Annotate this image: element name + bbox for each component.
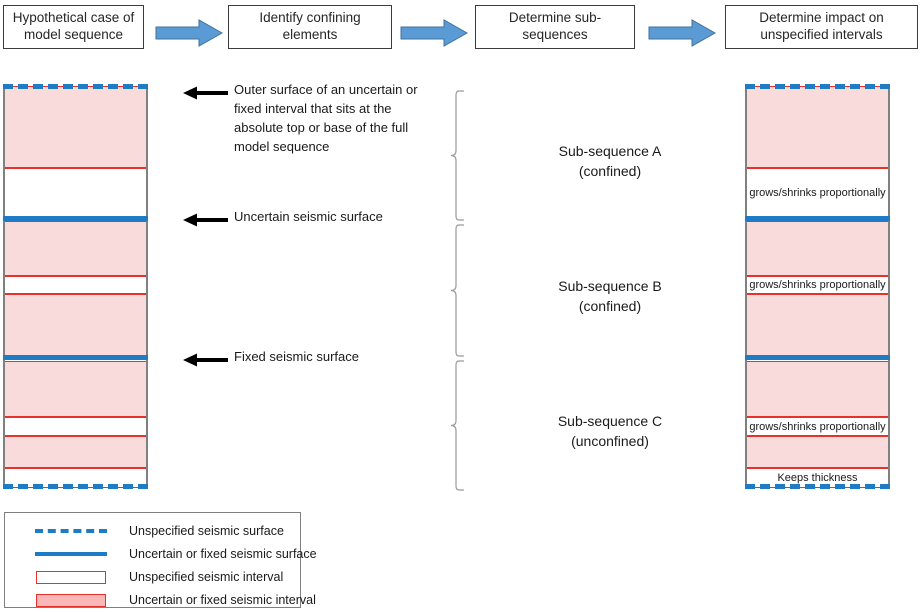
sub-sequence-c-brace-icon (450, 360, 466, 491)
process-box-label-2: Identify confining elements (259, 10, 361, 42)
uncertain-seismic-surface (745, 216, 890, 221)
interval-specified-5 (3, 294, 148, 356)
band-label-9: Keeps thickness (777, 472, 858, 484)
interval-unspecified-7: grows/shrinks proportionally (745, 417, 890, 436)
sub-sequence-c-subtitle: (unconfined) (571, 432, 649, 449)
sub-sequence-a-brace-icon (450, 90, 466, 221)
sub-sequence-b-label: Sub-sequence B (confined) (500, 277, 720, 316)
process-box-label-4: Determine impact on unspecified interval… (759, 10, 884, 42)
annotation-fixed-surface-arrow-icon (183, 353, 228, 367)
legend-label-4: Uncertain or fixed seismic interval (129, 593, 316, 607)
band-label-4: grows/shrinks proportionally (749, 279, 886, 291)
white-rect-icon (36, 570, 106, 584)
legend-label-3: Unspecified seismic interval (129, 570, 284, 584)
flow-arrow-2-icon (400, 19, 469, 47)
process-box-label-3: Determine sub-sequences (508, 10, 602, 42)
fixed-seismic-surface (3, 355, 148, 360)
interval-specified-5 (745, 294, 890, 356)
process-box-4[interactable]: Determine impact on unspecified interval… (725, 5, 918, 49)
process-box-1[interactable]: Hypothetical case of model sequence (3, 5, 144, 49)
interval-unspecified-4: grows/shrinks proportionally (745, 276, 890, 294)
sub-sequence-b-brace-icon (450, 224, 466, 357)
legend-row-3: Unspecified seismic interval (5, 565, 300, 589)
legend-label-1: Unspecified seismic surface (129, 524, 284, 538)
fixed-seismic-surface (745, 355, 890, 360)
legend-row-2: Uncertain or fixed seismic surface (5, 542, 317, 566)
annotation-outer-surface-text: Outer surface of an uncertain or fixed i… (234, 82, 418, 154)
process-box-label-1: Hypothetical case of model sequence (12, 10, 135, 42)
uncertain-seismic-surface (3, 216, 148, 221)
annotation-fixed-surface-text: Fixed seismic surface (234, 349, 359, 364)
legend-swatch-dashed-line (35, 529, 107, 533)
sub-sequence-c-title: Sub-sequence C (557, 413, 663, 429)
sub-sequence-b-subtitle: (confined) (578, 297, 642, 314)
impact-column: grows/shrinks proportionally grows/shrink… (745, 84, 890, 489)
interval-unspecified-2: grows/shrinks proportionally (745, 168, 890, 218)
sub-sequence-a-subtitle: (confined) (578, 162, 642, 179)
interval-specified-1 (3, 86, 148, 168)
process-box-2[interactable]: Identify confining elements (228, 5, 392, 49)
interval-specified-6 (745, 361, 890, 417)
legend-swatch-white-rect (35, 570, 107, 584)
unspecified-surface-bottom (3, 484, 148, 489)
legend-label-2: Uncertain or fixed seismic surface (129, 547, 317, 561)
process-box-3[interactable]: Determine sub-sequences (475, 5, 635, 49)
annotation-uncertain-surface-arrow-icon (183, 213, 228, 227)
unspecified-surface-bottom (745, 484, 890, 489)
sub-sequence-a-title: Sub-sequence A (558, 143, 662, 159)
interval-specified-3 (3, 221, 148, 276)
model-sequence-column (3, 84, 148, 489)
annotation-outer-surface-arrow-icon (183, 86, 228, 100)
annotation-uncertain-surface-text: Uncertain seismic surface (234, 209, 383, 224)
interval-unspecified-4 (3, 276, 148, 294)
sub-sequence-a-label: Sub-sequence A (confined) (500, 142, 720, 181)
interval-specified-8 (745, 436, 890, 468)
interval-specified-8 (3, 436, 148, 468)
legend-row-4: Uncertain or fixed seismic interval (5, 588, 316, 612)
sub-sequence-b-title: Sub-sequence B (558, 278, 662, 294)
interval-specified-1 (745, 86, 890, 168)
sub-sequence-c-label: Sub-sequence C (unconfined) (500, 412, 720, 451)
dashed-line-icon (35, 529, 107, 533)
legend-swatch-pink-rect (35, 593, 107, 607)
unspecified-surface-top (745, 84, 890, 89)
interval-unspecified-2 (3, 168, 148, 218)
flow-arrow-1-icon (155, 19, 224, 47)
legend-row-1: Unspecified seismic surface (5, 519, 300, 543)
interval-specified-3 (745, 221, 890, 276)
interval-unspecified-7 (3, 417, 148, 436)
legend-swatch-solid-line (35, 552, 107, 556)
pink-rect-icon (36, 593, 106, 607)
band-label-7: grows/shrinks proportionally (749, 420, 886, 433)
interval-specified-6 (3, 361, 148, 417)
unspecified-surface-top (3, 84, 148, 89)
solid-line-icon (35, 552, 107, 556)
band-label-2: grows/shrinks proportionally (749, 187, 886, 199)
flow-arrow-3-icon (648, 19, 717, 47)
